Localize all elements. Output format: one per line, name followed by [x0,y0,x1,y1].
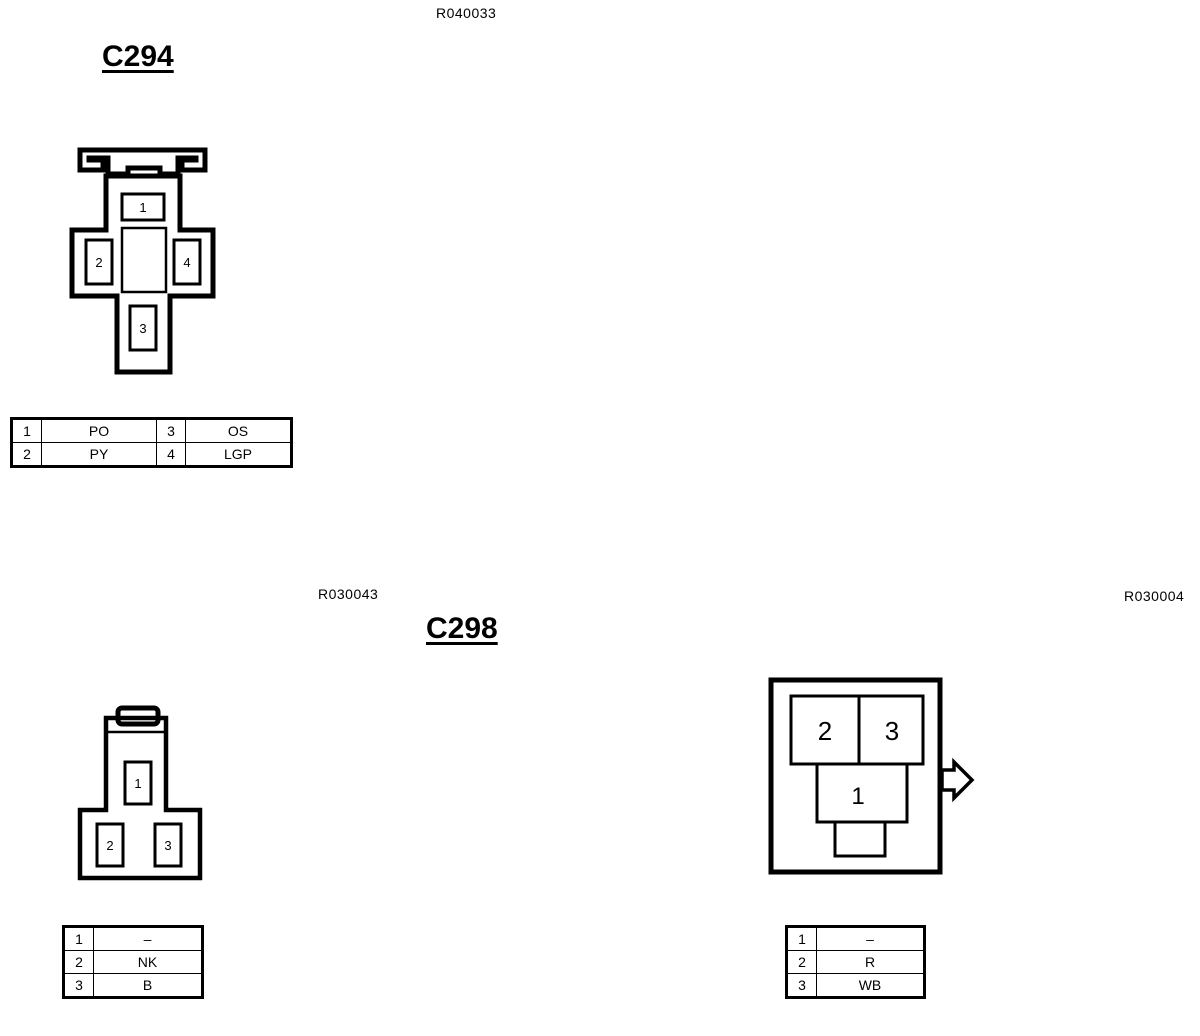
table-row: 1 – [786,926,925,951]
ref-code-c298-right: R030004 [1124,588,1185,604]
table-cell: 2 [11,442,42,467]
pin-cavity-1 [123,760,153,806]
table-row: 2 PY 4 LGP [11,442,292,467]
table-cell: WB [816,973,925,998]
table-cell: 1 [11,418,42,443]
keyway [833,820,887,858]
table-row: 1 PO 3 OS [11,418,292,443]
pin-label-1: 1 [134,776,141,791]
pin-table-c294: 1 PO 3 OS 2 PY 4 LGP [10,417,293,468]
table-row: 2 R [786,950,925,974]
connector-title-c294: C294 [102,40,174,73]
pin-table-c298-left: 1 – 2 NK 3 B [62,925,204,999]
table-cell: 4 [156,442,186,467]
table-cell: 2 [786,950,817,974]
table-cell: R [816,950,925,974]
table-cell: – [816,926,925,951]
connector-face-c298-left: 1 2 3 [77,705,203,881]
table-cell: B [93,973,203,998]
pin-cavity-2 [95,822,125,868]
pin-table-c298-right: 1 – 2 R 3 WB [785,925,926,999]
pin-label-2: 2 [106,838,113,853]
pin-label-4: 4 [183,255,190,270]
pin-label-1: 1 [139,200,146,215]
table-row: 3 WB [786,973,925,998]
table-cell: PO [41,418,157,443]
table-cell: 3 [63,973,94,998]
ref-code-c294: R040033 [436,5,497,21]
table-cell: NK [93,950,203,974]
table-row: 3 B [63,973,203,998]
table-cell: PY [41,442,157,467]
pin-cavity-3 [153,822,183,868]
connector-face-c298-right: 2 3 1 [768,677,975,875]
table-cell: 3 [156,418,186,443]
connector-title-c298: C298 [426,612,498,645]
pin-cavity-4 [172,238,202,286]
pin-label-3: 3 [164,838,171,853]
pin-label-3: 3 [885,716,899,746]
table-row: 2 NK [63,950,203,974]
pin-cavity-3 [128,304,158,352]
pin-label-2: 2 [95,255,102,270]
connector-body [77,715,203,881]
pin-cavity-2 [84,238,114,286]
connector-face-c294: 1 2 3 4 [69,147,216,375]
arrow-right-icon [940,757,975,803]
pin-cavity-1 [120,192,166,222]
pin-label-1: 1 [851,783,864,810]
table-cell: – [93,926,203,951]
table-cell: 2 [63,950,94,974]
pin-label-3: 3 [139,321,146,336]
table-cell: OS [185,418,292,443]
table-cell: 3 [786,973,817,998]
ref-code-c298-left: R030043 [318,586,379,602]
connector-body [768,677,943,875]
table-cell: LGP [185,442,292,467]
latch-shape [77,147,208,177]
table-row: 1 – [63,926,203,951]
connector-body [69,173,216,375]
center-key [120,226,168,294]
table-cell: 1 [786,926,817,951]
pin-label-2: 2 [818,716,832,746]
table-cell: 1 [63,926,94,951]
